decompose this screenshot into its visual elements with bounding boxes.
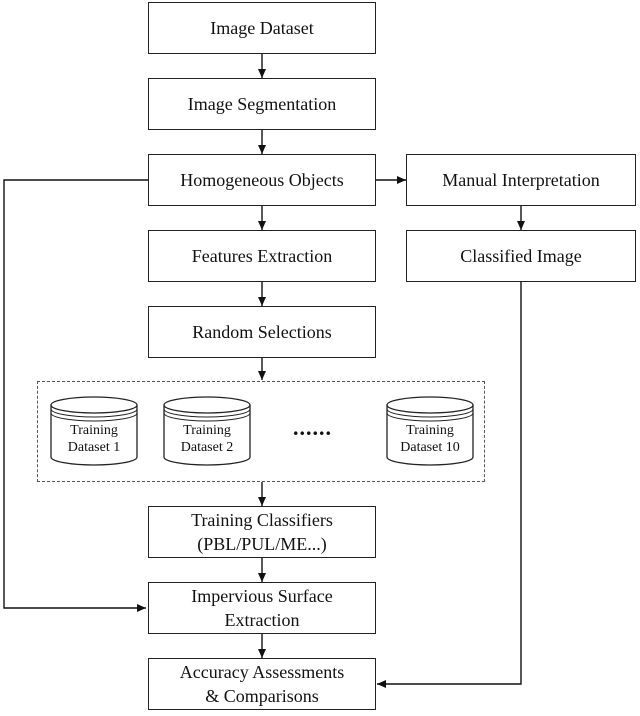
training-dataset-10: Training Dataset 10 bbox=[386, 396, 474, 466]
training-dataset-2-line2: Dataset 2 bbox=[180, 440, 234, 455]
training-classifiers-line1: Training Classifiers bbox=[191, 510, 333, 530]
training-dataset-10-line1: Training bbox=[406, 423, 454, 438]
features-extraction-box: Features Extraction bbox=[148, 230, 376, 282]
training-dataset-2: Training Dataset 2 bbox=[163, 396, 251, 466]
training-dataset-1-line2: Dataset 1 bbox=[67, 440, 121, 455]
homogeneous-objects-label: Homogeneous Objects bbox=[180, 170, 344, 190]
database-icon bbox=[386, 396, 474, 466]
impervious-surface-extraction-box: Impervious Surface Extraction bbox=[148, 582, 376, 634]
accuracy-assessments-line2: & Comparisons bbox=[205, 686, 319, 706]
image-dataset-box: Image Dataset bbox=[148, 2, 376, 54]
homogeneous-objects-box: Homogeneous Objects bbox=[148, 154, 376, 206]
image-dataset-label: Image Dataset bbox=[210, 18, 314, 38]
arrow-classified-to-accuracy bbox=[377, 282, 522, 688]
arrow-objects-to-extraction bbox=[3, 179, 148, 612]
training-datasets-group bbox=[37, 381, 485, 482]
random-selections-label: Random Selections bbox=[192, 322, 332, 342]
database-icon bbox=[163, 396, 251, 466]
training-dataset-1: Training Dataset 1 bbox=[50, 396, 138, 466]
features-extraction-label: Features Extraction bbox=[191, 246, 333, 266]
image-segmentation-label: Image Segmentation bbox=[187, 94, 337, 114]
impervious-surface-line2: Extraction bbox=[224, 610, 300, 630]
training-dataset-1-line1: Training bbox=[70, 423, 118, 438]
training-dataset-2-line1: Training bbox=[183, 423, 231, 438]
accuracy-assessments-box: Accuracy Assessments & Comparisons bbox=[148, 658, 376, 710]
accuracy-assessments-line1: Accuracy Assessments bbox=[179, 662, 345, 682]
manual-interpretation-box: Manual Interpretation bbox=[406, 154, 636, 206]
training-classifiers-line2: (PBL/PUL/ME...) bbox=[197, 534, 327, 554]
image-segmentation-box: Image Segmentation bbox=[148, 78, 376, 130]
training-dataset-10-line2: Dataset 10 bbox=[400, 440, 460, 455]
classified-image-label: Classified Image bbox=[460, 246, 582, 266]
training-classifiers-box: Training Classifiers (PBL/PUL/ME...) bbox=[148, 506, 376, 558]
classified-image-box: Classified Image bbox=[406, 230, 636, 282]
database-icon bbox=[50, 396, 138, 466]
manual-interpretation-label: Manual Interpretation bbox=[442, 170, 600, 190]
impervious-surface-line1: Impervious Surface bbox=[191, 586, 333, 606]
ellipsis: ...... bbox=[293, 415, 332, 440]
random-selections-box: Random Selections bbox=[148, 306, 376, 358]
